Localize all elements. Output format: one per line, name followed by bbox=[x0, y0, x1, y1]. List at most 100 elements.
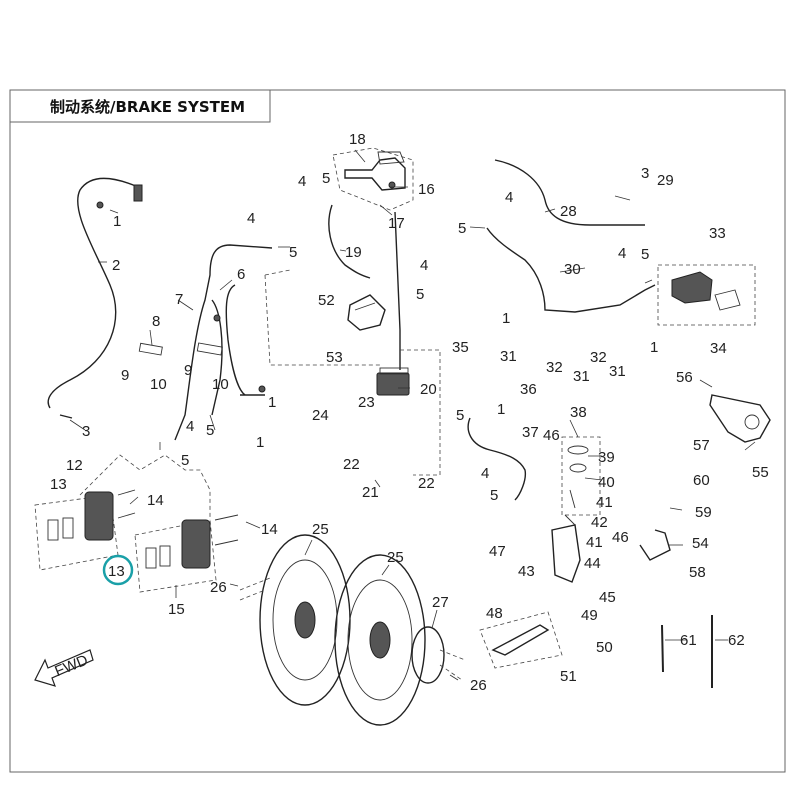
callout-1: 1 bbox=[268, 394, 276, 411]
callout-4: 4 bbox=[420, 257, 428, 274]
callout-39: 39 bbox=[598, 449, 615, 466]
callout-31: 31 bbox=[609, 363, 626, 380]
rear-abs-sensor-cable bbox=[467, 417, 527, 501]
callout-13-highlighted: 13 bbox=[108, 563, 125, 580]
callout-5: 5 bbox=[641, 246, 649, 263]
callout-38: 38 bbox=[570, 404, 587, 421]
callout-3: 3 bbox=[82, 423, 90, 440]
callout-44: 44 bbox=[584, 555, 601, 572]
callout-27: 27 bbox=[432, 594, 449, 611]
callout-1: 1 bbox=[113, 213, 121, 230]
callout-61: 61 bbox=[680, 632, 697, 649]
callout-1: 1 bbox=[256, 434, 264, 451]
callout-50: 50 bbox=[596, 639, 613, 656]
brake-disc-front-right bbox=[334, 554, 426, 726]
disc-bolt-leads bbox=[239, 577, 466, 681]
callout-28: 28 bbox=[560, 203, 577, 220]
callout-1: 1 bbox=[497, 401, 505, 418]
callout-43: 43 bbox=[518, 563, 535, 580]
callout-9: 9 bbox=[121, 367, 129, 384]
rear-brake-hose-28 bbox=[494, 159, 645, 226]
callout-4: 4 bbox=[186, 418, 194, 435]
callout-52: 52 bbox=[318, 292, 335, 309]
callout-45: 45 bbox=[599, 589, 616, 606]
callout-57: 57 bbox=[693, 437, 710, 454]
callout-31: 31 bbox=[500, 348, 517, 365]
callout-6: 6 bbox=[237, 266, 245, 283]
callout-21: 21 bbox=[362, 484, 379, 501]
callout-31: 31 bbox=[573, 368, 590, 385]
front-brake-line-right bbox=[394, 211, 401, 370]
callout-4: 4 bbox=[481, 465, 489, 482]
callout-5: 5 bbox=[181, 452, 189, 469]
callout-14: 14 bbox=[147, 492, 164, 509]
callout-4: 4 bbox=[505, 189, 513, 206]
callout-46: 46 bbox=[612, 529, 629, 546]
callout-56: 56 bbox=[676, 369, 693, 386]
callout-54: 54 bbox=[692, 535, 709, 552]
bolt-61 bbox=[661, 624, 664, 673]
title-box bbox=[9, 89, 271, 123]
callout-47: 47 bbox=[489, 543, 506, 560]
callout-37: 37 bbox=[522, 424, 539, 441]
callout-24: 24 bbox=[312, 407, 329, 424]
callout-62: 62 bbox=[728, 632, 745, 649]
front-caliper-right bbox=[134, 514, 239, 593]
callout-53: 53 bbox=[326, 349, 343, 366]
callout-32: 32 bbox=[590, 349, 607, 366]
callout-46: 46 bbox=[543, 427, 560, 444]
callout-48: 48 bbox=[486, 605, 503, 622]
callout-19: 19 bbox=[345, 244, 362, 261]
callout-5: 5 bbox=[206, 422, 214, 439]
callout-1: 1 bbox=[502, 310, 510, 327]
callout-35: 35 bbox=[452, 339, 469, 356]
callout-49: 49 bbox=[581, 607, 598, 624]
front-brake-lines bbox=[138, 244, 273, 441]
callout-22: 22 bbox=[343, 456, 360, 473]
callout-18: 18 bbox=[349, 131, 366, 148]
rear-brake-pedal bbox=[479, 611, 563, 669]
callout-12: 12 bbox=[66, 457, 83, 474]
callout-32: 32 bbox=[546, 359, 563, 376]
rear-caliper-bracket bbox=[709, 394, 771, 443]
callout-3: 3 bbox=[641, 165, 649, 182]
callout-4: 4 bbox=[298, 173, 306, 190]
callout-10: 10 bbox=[150, 376, 167, 393]
front-master-cylinder bbox=[332, 147, 414, 211]
callout-5: 5 bbox=[490, 487, 498, 504]
callout-14: 14 bbox=[261, 521, 278, 538]
abs-unit bbox=[376, 367, 410, 396]
callout-2: 2 bbox=[112, 257, 120, 274]
front-brake-hose-upper bbox=[328, 204, 371, 279]
callout-7: 7 bbox=[175, 291, 183, 308]
callout-4: 4 bbox=[247, 210, 255, 227]
callout-4: 4 bbox=[618, 245, 626, 262]
callout-60: 60 bbox=[693, 472, 710, 489]
callout-8: 8 bbox=[152, 313, 160, 330]
fwd-arrow-icon: FWD bbox=[34, 649, 94, 687]
callout-29: 29 bbox=[657, 172, 674, 189]
callout-15: 15 bbox=[168, 601, 185, 618]
callout-34: 34 bbox=[710, 340, 727, 357]
callout-5: 5 bbox=[289, 244, 297, 261]
callout-23: 23 bbox=[358, 394, 375, 411]
caliper-dashed-links bbox=[79, 454, 211, 520]
abs-bracket bbox=[347, 294, 386, 331]
callout-5: 5 bbox=[458, 220, 466, 237]
rear-caliper bbox=[657, 264, 756, 326]
front-brake-hose-left bbox=[47, 177, 143, 419]
rear-brake-line-30 bbox=[486, 227, 656, 313]
diagram-title: 制动系统/BRAKE SYSTEM bbox=[50, 98, 245, 116]
callout-41: 41 bbox=[586, 534, 603, 551]
callout-13: 13 bbox=[50, 476, 67, 493]
callout-25: 25 bbox=[312, 521, 329, 538]
rear-brake-rod bbox=[639, 529, 671, 561]
callout-20: 20 bbox=[420, 381, 437, 398]
abs-tone-ring bbox=[411, 626, 445, 684]
highlight-ring bbox=[102, 554, 134, 586]
callout-30: 30 bbox=[564, 261, 581, 278]
callout-59: 59 bbox=[695, 504, 712, 521]
callout-58: 58 bbox=[689, 564, 706, 581]
svg-text:FWD: FWD bbox=[52, 652, 90, 681]
